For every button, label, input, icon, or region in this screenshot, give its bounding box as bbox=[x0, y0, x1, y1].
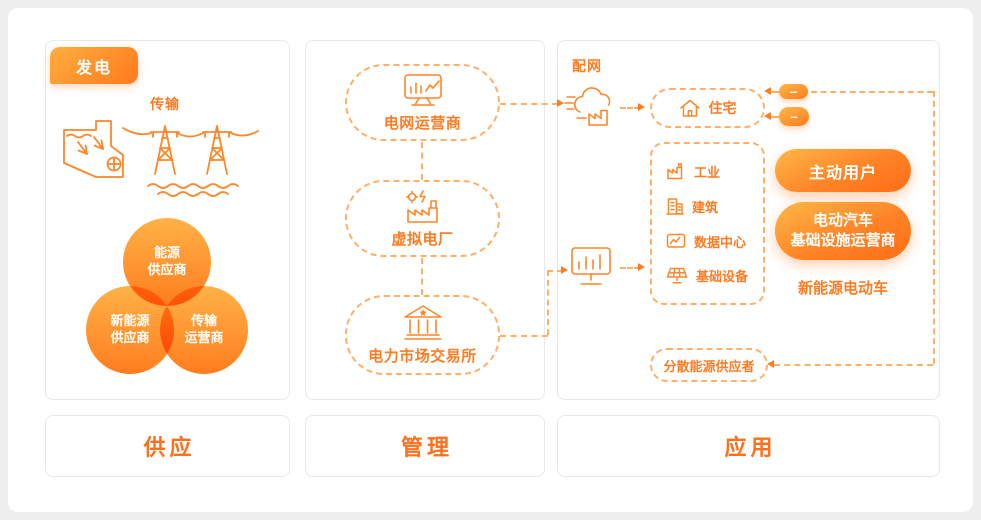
distribution-network-label: 配网 bbox=[572, 58, 602, 74]
transmission-label: 传输 bbox=[150, 96, 180, 112]
application-footer-label: 应用 bbox=[724, 435, 777, 460]
power-plant-illustration bbox=[63, 120, 259, 197]
minus-icon: – bbox=[789, 84, 798, 99]
arrowhead-icon bbox=[767, 360, 774, 368]
transmission-operator-circle: 传输 运营商 bbox=[160, 286, 248, 374]
arrowhead-icon bbox=[764, 87, 771, 95]
load-row-industry: 工业 bbox=[666, 162, 759, 181]
residential-box: 住宅 bbox=[650, 88, 765, 128]
new-energy-supplier-label: 新能源 供应商 bbox=[110, 313, 150, 345]
ev-infrastructure-pill: 电动汽车 基础设施运营商 bbox=[775, 202, 911, 260]
power-exchange-node: 电力市场交易所 bbox=[345, 295, 500, 375]
load-row-building: 建筑 bbox=[666, 196, 759, 216]
distributed-supplier-box: 分散能源供应者 bbox=[650, 348, 768, 382]
virtual-plant-node: 虚拟电厂 bbox=[345, 180, 500, 257]
virtual-plant-label: 虚拟电厂 bbox=[391, 230, 454, 248]
connector-line bbox=[933, 91, 935, 364]
application-footer: 应用 bbox=[557, 415, 940, 477]
connector-line bbox=[774, 364, 933, 366]
connector-line bbox=[500, 103, 558, 105]
connector-line bbox=[547, 270, 563, 272]
connector-line bbox=[620, 267, 640, 269]
load-row-datacenter: 数据中心 bbox=[666, 232, 759, 251]
loads-box: 工业 建筑 数据中心 基础设备 bbox=[650, 142, 765, 305]
desktop-monitor-icon bbox=[571, 247, 611, 285]
active-user-pill: 主动用户 bbox=[775, 149, 911, 192]
arrowhead-icon bbox=[561, 266, 568, 274]
arrowhead-icon bbox=[764, 112, 771, 120]
active-user-label: 主动用户 bbox=[808, 164, 877, 182]
ev-infrastructure-label: 电动汽车 基础设施运营商 bbox=[790, 211, 896, 249]
connector-line bbox=[620, 107, 640, 109]
connector-line bbox=[500, 335, 548, 337]
generation-badge-label: 发电 bbox=[75, 59, 112, 77]
supply-footer: 供应 bbox=[45, 415, 290, 477]
power-exchange-label: 电力市场交易所 bbox=[368, 348, 477, 365]
ev-caption: 新能源电动车 bbox=[797, 280, 888, 297]
virtual-plant-icon bbox=[405, 189, 438, 223]
solar-panel-icon bbox=[666, 268, 688, 284]
management-footer: 管理 bbox=[305, 415, 545, 477]
distributed-supplier-label: 分散能源供应者 bbox=[663, 358, 755, 374]
connector-line bbox=[421, 142, 423, 180]
residential-label: 住宅 bbox=[708, 100, 737, 116]
supply-footer-label: 供应 bbox=[143, 435, 196, 460]
generation-badge: 发电 bbox=[50, 47, 138, 84]
connector-line bbox=[421, 258, 423, 295]
arrowhead-icon bbox=[638, 103, 645, 111]
industry-icon bbox=[667, 163, 683, 180]
minus-icon: – bbox=[790, 109, 798, 124]
grid-monitor-icon bbox=[403, 73, 442, 106]
storage-pill: – bbox=[779, 84, 808, 99]
connector-line bbox=[811, 91, 933, 93]
connector-line bbox=[771, 91, 779, 93]
exchange-bank-icon bbox=[403, 305, 442, 340]
storage-pill: – bbox=[779, 107, 809, 126]
energy-supplier-label: 能源 供应商 bbox=[147, 245, 187, 277]
connector-line bbox=[547, 270, 549, 335]
transmission-operator-label: 传输 运营商 bbox=[184, 313, 224, 345]
load-row-equipment: 基础设备 bbox=[666, 266, 759, 285]
load-label: 基础设备 bbox=[696, 269, 749, 285]
load-label: 数据中心 bbox=[694, 234, 747, 250]
arrowhead-icon bbox=[638, 263, 645, 271]
arrowhead-icon bbox=[557, 99, 564, 107]
connector-line bbox=[771, 116, 779, 118]
building-icon bbox=[666, 198, 684, 215]
cloud-distribution-icon bbox=[564, 87, 611, 126]
grid-operator-node: 电网运营商 bbox=[345, 64, 500, 141]
grid-operator-label: 电网运营商 bbox=[383, 114, 462, 132]
new-energy-supplier-circle: 新能源 供应商 bbox=[86, 286, 174, 374]
energy-supplier-circle: 能源 供应商 bbox=[123, 218, 211, 306]
management-footer-label: 管理 bbox=[400, 435, 453, 460]
data-center-icon bbox=[666, 234, 686, 248]
load-label: 工业 bbox=[694, 164, 721, 180]
load-label: 建筑 bbox=[692, 199, 719, 215]
house-icon bbox=[679, 99, 700, 117]
